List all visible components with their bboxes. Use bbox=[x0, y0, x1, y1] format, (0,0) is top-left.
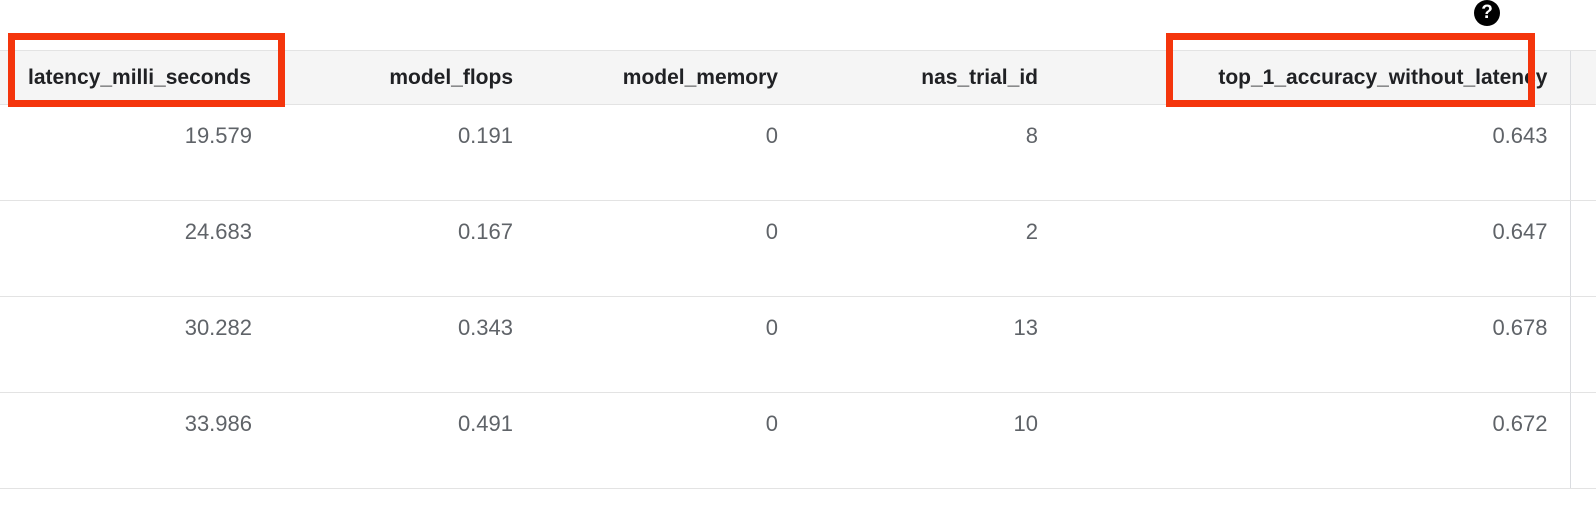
cell-latency-milli-seconds: 33.986 bbox=[0, 392, 280, 489]
column-header-latency-milli-seconds[interactable]: latency_milli_seconds bbox=[0, 50, 280, 105]
column-header-overflow[interactable] bbox=[1569, 50, 1596, 105]
help-circle-icon[interactable]: ? bbox=[1474, 0, 1500, 26]
cell-nas-trial-id: 10 bbox=[800, 392, 1060, 489]
cell-latency-milli-seconds: 24.683 bbox=[0, 200, 280, 297]
cell-overflow bbox=[1569, 392, 1596, 489]
cell-model-flops: 0.491 bbox=[280, 392, 535, 489]
cell-top-1-accuracy-without-latency: 0.647 bbox=[1060, 200, 1570, 297]
cell-model-memory: 0 bbox=[535, 296, 800, 393]
cell-overflow bbox=[1569, 296, 1596, 393]
column-header-top-1-accuracy-without-latency[interactable]: top_1_accuracy_without_latency bbox=[1060, 50, 1570, 105]
table-row[interactable]: 19.579 0.191 0 8 0.643 bbox=[0, 104, 1596, 201]
cell-nas-trial-id: 8 bbox=[800, 104, 1060, 201]
table-row[interactable]: 33.986 0.491 0 10 0.672 bbox=[0, 392, 1596, 489]
cell-model-memory: 0 bbox=[535, 200, 800, 297]
top-strip: ? bbox=[0, 0, 1596, 50]
cell-model-memory: 0 bbox=[535, 392, 800, 489]
table-header: latency_milli_seconds model_flops model_… bbox=[0, 50, 1596, 105]
cell-latency-milli-seconds: 30.282 bbox=[0, 296, 280, 393]
cell-model-memory: 0 bbox=[535, 104, 800, 201]
table-body: 19.579 0.191 0 8 0.643 24.683 0.167 0 2 … bbox=[0, 104, 1596, 489]
cell-nas-trial-id: 2 bbox=[800, 200, 1060, 297]
column-header-model-memory[interactable]: model_memory bbox=[535, 50, 800, 105]
cell-top-1-accuracy-without-latency: 0.678 bbox=[1060, 296, 1570, 393]
cell-top-1-accuracy-without-latency: 0.643 bbox=[1060, 104, 1570, 201]
table-row[interactable]: 24.683 0.167 0 2 0.647 bbox=[0, 200, 1596, 297]
cell-top-1-accuracy-without-latency: 0.672 bbox=[1060, 392, 1570, 489]
column-header-nas-trial-id[interactable]: nas_trial_id bbox=[800, 50, 1060, 105]
cell-model-flops: 0.167 bbox=[280, 200, 535, 297]
cell-model-flops: 0.191 bbox=[280, 104, 535, 201]
table-row[interactable]: 30.282 0.343 0 13 0.678 bbox=[0, 296, 1596, 393]
cell-model-flops: 0.343 bbox=[280, 296, 535, 393]
table-header-row: latency_milli_seconds model_flops model_… bbox=[0, 50, 1596, 105]
cell-overflow bbox=[1569, 200, 1596, 297]
column-header-model-flops[interactable]: model_flops bbox=[280, 50, 535, 105]
cell-overflow bbox=[1569, 104, 1596, 201]
cell-latency-milli-seconds: 19.579 bbox=[0, 104, 280, 201]
results-table: latency_milli_seconds model_flops model_… bbox=[0, 50, 1596, 489]
cell-nas-trial-id: 13 bbox=[800, 296, 1060, 393]
